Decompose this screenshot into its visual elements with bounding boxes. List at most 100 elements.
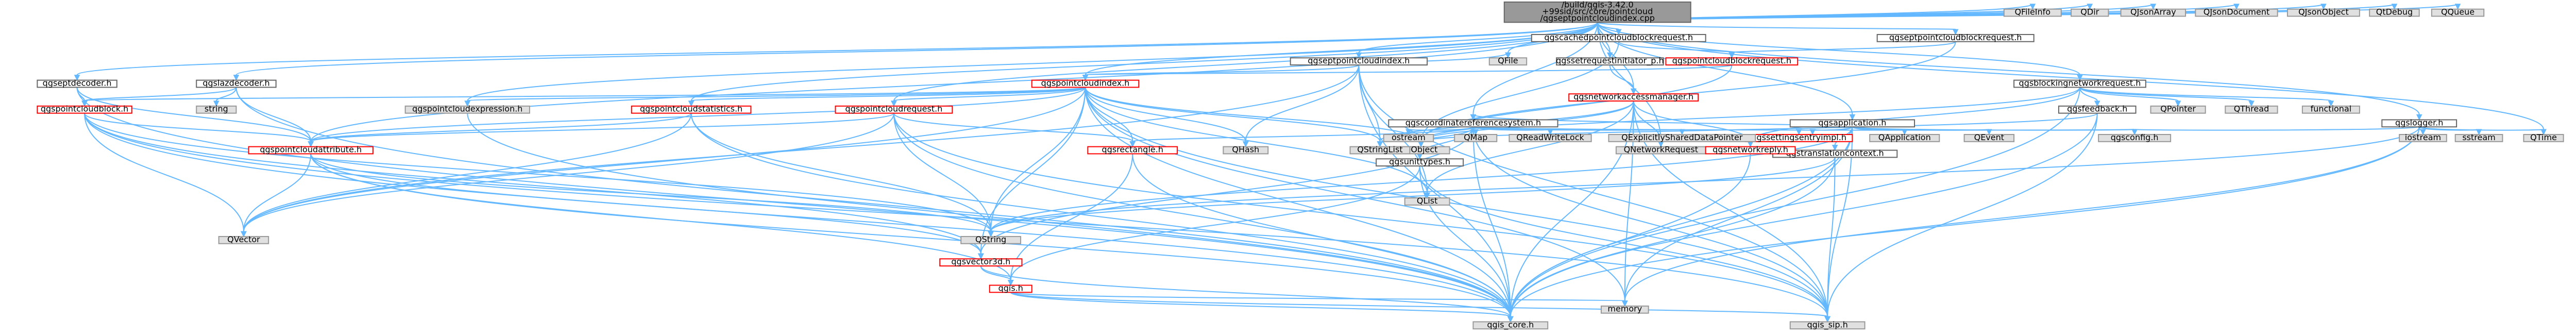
- node-iostream[interactable]: iostream: [2399, 132, 2447, 142]
- edge-line: [1510, 87, 2080, 317]
- node-qvector[interactable]: QVector: [218, 234, 269, 244]
- node-box: [1963, 133, 2015, 142]
- edge-line: [1084, 87, 1511, 317]
- node-root[interactable]: /build/qgis-3.42.0+99sid/src/core/pointc…: [1503, 0, 1691, 23]
- node-ostream[interactable]: ostream: [1383, 132, 1434, 142]
- node-label: QFile: [1498, 56, 1518, 65]
- node-qgspointcloudexpression-h[interactable]: qgspointcloudexpression.h: [404, 104, 530, 114]
- node-box: [1383, 133, 1434, 142]
- node-qqueue[interactable]: QQueue: [2431, 7, 2485, 17]
- include-edge: [2079, 87, 2100, 107]
- node-qmap[interactable]: QMap: [1454, 132, 1498, 142]
- node-label: memory: [1607, 304, 1642, 314]
- node-qgspointcloudblock-h[interactable]: qgspointcloudblock.h: [37, 104, 132, 114]
- edge-line: [84, 113, 981, 254]
- node-qexplicitlyshareddatapointer[interactable]: QExplicitlySharedDataPointer: [1608, 132, 1756, 142]
- node-label: functional: [2311, 104, 2352, 114]
- node-box: [404, 105, 530, 114]
- include-edge: [988, 87, 1086, 238]
- node-qgscachedpointcloudblockrequest-h[interactable]: qgscachedpointcloudblockrequest.h: [1531, 32, 1706, 42]
- edge-arrowhead: [1129, 141, 1136, 147]
- node-qgsapplication-h[interactable]: qgsapplication.h: [1789, 117, 1916, 127]
- node-qgspointcloudstatistics-h[interactable]: qgspointcloudstatistics.h: [631, 104, 752, 114]
- node-qstringlist[interactable]: QStringList: [1349, 144, 1411, 154]
- node-qjsonobject[interactable]: QJsonObject: [2286, 7, 2360, 17]
- node-qthread[interactable]: QThread: [2225, 104, 2278, 114]
- node-qgsnetworkreply-h[interactable]: qgsnetworkreply.h: [1705, 144, 1796, 154]
- node-label: QHash: [1232, 144, 1259, 154]
- edge-line: [84, 113, 312, 142]
- include-edge: [310, 154, 1514, 323]
- node-qgsnetworkaccessmanager-h[interactable]: qgsnetworkaccessmanager.h: [1568, 92, 1699, 102]
- node-qgspointcloudattribute-h[interactable]: qgspointcloudattribute.h: [248, 144, 374, 154]
- edge-arrowhead: [1795, 129, 1802, 136]
- node-qgsvector3d-h[interactable]: qgsvector3d.h: [939, 257, 1023, 266]
- node-sstream[interactable]: sstream: [2454, 132, 2503, 142]
- node-qfile[interactable]: QFile: [1488, 56, 1528, 65]
- node-label: ostream: [1392, 132, 1426, 142]
- node-qgssetrequestinitiator-p-h[interactable]: qgssetrequestinitiator_p.h: [1556, 56, 1664, 66]
- include-edge: [1824, 157, 1836, 323]
- node-qlist[interactable]: QList: [1404, 196, 1450, 206]
- node-qgsunittypes-h[interactable]: qgsunittypes.h: [1376, 157, 1464, 166]
- node-qjsonarray[interactable]: QJsonArray: [2120, 7, 2187, 17]
- edge-line: [84, 113, 1511, 317]
- edge-line: [467, 87, 1086, 102]
- node-qstring[interactable]: QString: [960, 234, 1022, 244]
- include-edge: [81, 87, 1086, 107]
- edge-arrowhead: [1243, 141, 1249, 147]
- node-qnetworkrequest[interactable]: QNetworkRequest: [1615, 144, 1706, 154]
- node-qgslogger-h[interactable]: qgslogger.h: [2381, 117, 2458, 127]
- edge-line: [243, 87, 1086, 231]
- node-qevent[interactable]: QEvent: [1963, 132, 2015, 142]
- node-qgsrectangle-h[interactable]: qgsrectangle.h: [1087, 144, 1178, 155]
- node-label: qgssettingsentryimpl.h: [1751, 132, 1846, 142]
- node-qgis-core-h[interactable]: qgis_core.h: [1472, 320, 1549, 330]
- node-label: qgspointcloudattribute.h: [260, 144, 362, 154]
- node-qapplication[interactable]: QApplication: [1869, 132, 1940, 142]
- node-functional[interactable]: functional: [2301, 104, 2360, 114]
- node-box: [1509, 133, 1592, 142]
- node-label: qgsvector3d.h: [951, 257, 1010, 266]
- node-qgspointcloudrequest-h[interactable]: qgspointcloudrequest.h: [835, 104, 953, 114]
- node-qgsconfig-h[interactable]: qgsconfig.h: [2098, 132, 2172, 142]
- node-label: QJsonDocument: [2204, 7, 2269, 17]
- edge-line: [690, 113, 1511, 317]
- node-qtdebug[interactable]: QtDebug: [2369, 7, 2420, 17]
- node-qpointer[interactable]: QPointer: [2150, 104, 2206, 114]
- edge-line: [1427, 100, 1634, 193]
- node-qgssettingsentryimpl-h[interactable]: qgssettingsentryimpl.h: [1744, 132, 1853, 142]
- node-qgis-sip-h[interactable]: qgis_sip.h: [1789, 320, 1866, 330]
- node-qgslazdecoder-h[interactable]: qgslazdecoder.h: [196, 78, 277, 88]
- edge-line: [1084, 87, 1246, 142]
- node-qgsfeedback-h[interactable]: qgsfeedback.h: [2058, 104, 2137, 114]
- edge-line: [990, 157, 1836, 232]
- include-edge: [1621, 127, 2420, 307]
- node-qgstranslationcontext-h[interactable]: qgstranslationcontext.h: [1772, 148, 1898, 158]
- node-box: [2369, 8, 2420, 17]
- graph-nodes: /build/qgis-3.42.0+99sid/src/core/pointc…: [37, 0, 2564, 330]
- node-qdir[interactable]: QDir: [2071, 7, 2109, 17]
- node-qgspointcloudindex-h[interactable]: qgspointcloudindex.h: [1031, 78, 1140, 88]
- node-qgscoordinatereferencesystem-h[interactable]: qgscoordinatereferencesystem.h: [1388, 117, 1558, 127]
- node-qgsrequesthandler-pointcloud[interactable]: qgseptpointcloudindex.h: [1290, 56, 1428, 65]
- node-qgspointcloudblockrequest-h[interactable]: qgspointcloudblockrequest.h: [1665, 56, 1799, 65]
- node-box: [1087, 146, 1178, 155]
- node-memory[interactable]: memory: [1600, 304, 1649, 314]
- node-qjsondocument[interactable]: QJsonDocument: [2195, 7, 2278, 17]
- node-string[interactable]: string: [196, 104, 237, 114]
- edge-arrowhead: [2087, 4, 2093, 10]
- node-qfileinfo[interactable]: QFileInfo: [2003, 7, 2062, 17]
- node-qreadwritelock[interactable]: QReadWriteLock: [1509, 132, 1592, 142]
- edge-line: [310, 112, 692, 142]
- node-qtime[interactable]: QTime: [2523, 132, 2564, 142]
- node-qgseptdecoder-h[interactable]: qgseptdecoder.h: [37, 78, 117, 88]
- edge-line: [243, 113, 894, 231]
- edge-line: [1609, 64, 1634, 89]
- node-qhash[interactable]: QHash: [1223, 144, 1269, 154]
- graph-edges: [74, 3, 2547, 323]
- node-qgseptpointcloudblockrequest-h[interactable]: qgseptpointcloudblockrequest.h: [1876, 32, 2035, 42]
- node-qgis-h[interactable]: qgis.h: [989, 283, 1032, 293]
- node-qgsblockingnetworkrequest-h[interactable]: qgsblockingnetworkrequest.h: [2013, 78, 2146, 88]
